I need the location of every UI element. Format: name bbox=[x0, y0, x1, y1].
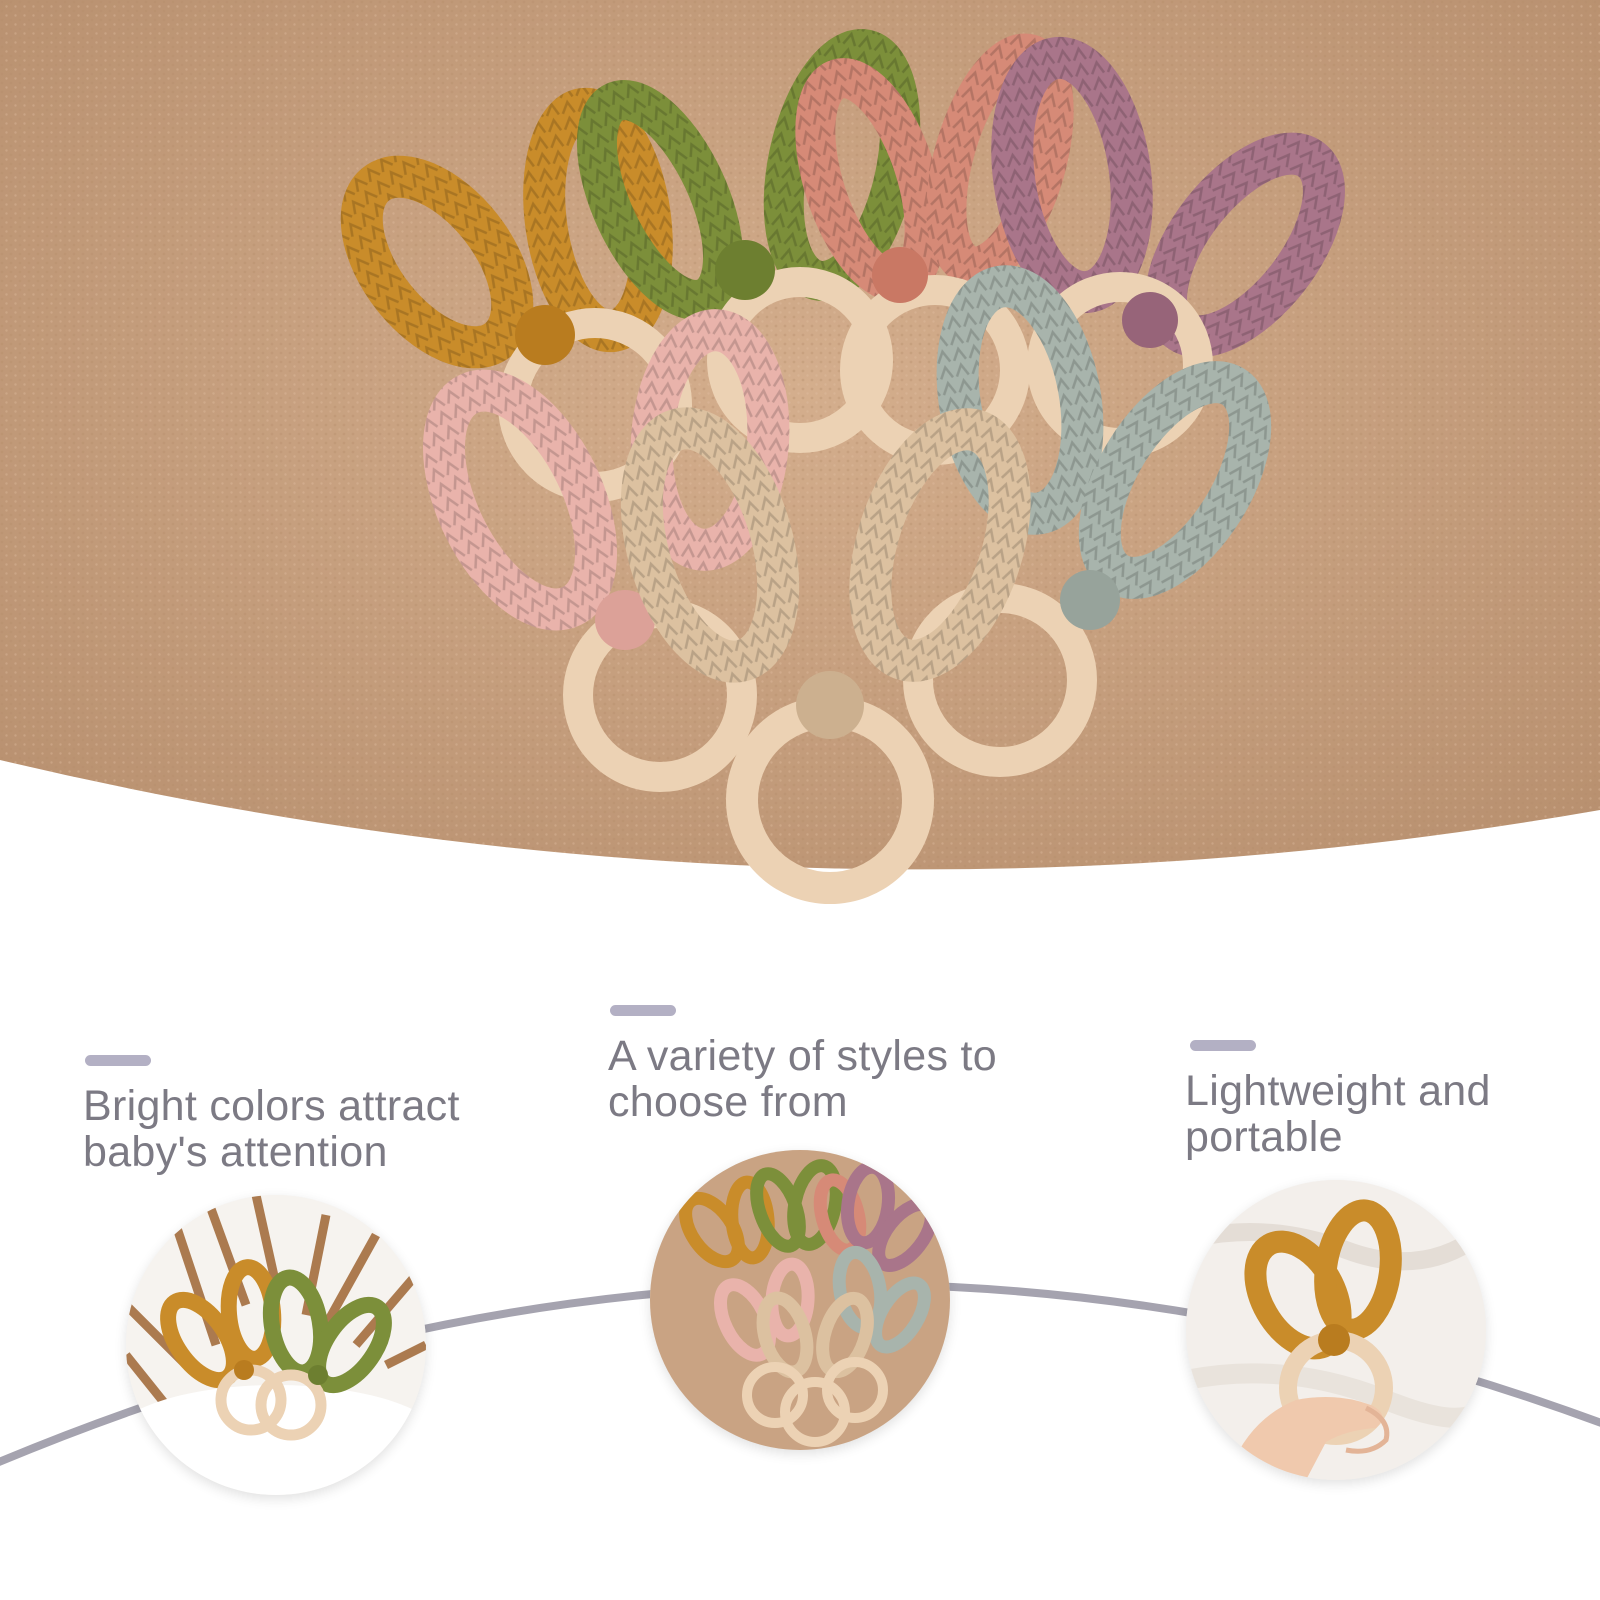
caption-line-1: Lightweight and bbox=[1185, 1067, 1491, 1115]
caption-line-2: baby's attention bbox=[83, 1128, 388, 1176]
feature-caption: Lightweight and portable bbox=[1185, 1068, 1491, 1160]
teether-set bbox=[340, 29, 1345, 904]
caption-line-2: choose from bbox=[608, 1078, 848, 1126]
feature-caption: A variety of styles to choose from bbox=[608, 1033, 997, 1125]
caption-line-2: portable bbox=[1185, 1113, 1343, 1161]
caption-line-1: Bright colors attract bbox=[83, 1082, 460, 1130]
thumbnail-teether-set bbox=[650, 1150, 950, 1450]
accent-bar bbox=[1190, 1040, 1256, 1051]
mauve-bunny-teether bbox=[991, 36, 1345, 458]
thumbnail-hand-holding-teether bbox=[1186, 1180, 1486, 1480]
accent-bar bbox=[85, 1055, 151, 1066]
feature-caption: Bright colors attract baby's attention bbox=[83, 1083, 460, 1175]
beige-bunny-teether bbox=[620, 407, 1031, 904]
caption-line-1: A variety of styles to bbox=[608, 1032, 997, 1080]
accent-bar bbox=[610, 1005, 676, 1016]
olive-bunny-teether bbox=[576, 29, 921, 453]
thumbnail-basket-teethers bbox=[126, 1195, 426, 1495]
hero-product-photo bbox=[0, 0, 1600, 904]
